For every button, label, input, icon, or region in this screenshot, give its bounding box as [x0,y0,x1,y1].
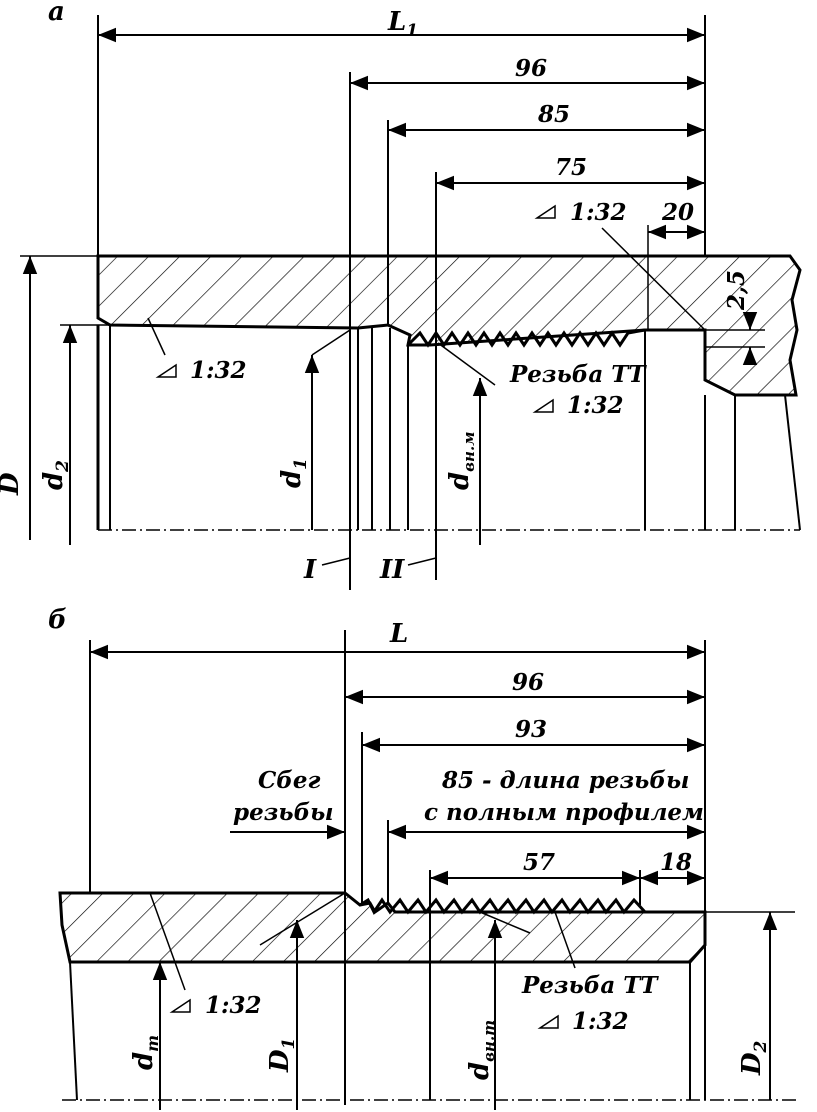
taper-top-a: 1:32 [570,199,627,226]
dim-85-a: 85 [537,101,570,128]
full-profile-label-2: с полным профилем [424,799,704,826]
dim-dt: dт [129,1035,162,1070]
runout-label-2: резьбы [233,799,334,826]
dim-96-b: 96 [512,669,544,696]
taper-icon-left-a [155,363,177,378]
runout-label-1: Сбег [258,767,321,794]
dim-L: L [389,619,408,649]
thread-taper-a: 1:32 [567,392,624,419]
dim-96-a: 96 [515,55,547,82]
taper-icon-thread-a [532,398,554,413]
dim-D2: D2 [737,1040,771,1076]
taper-left-a: 1:32 [190,357,247,384]
view-b: б L 96 93 57 18 Сбег резьбы 85 - длина р… [48,605,800,1110]
dim-20: 20 [661,199,694,226]
thread-taper-b: 1:32 [572,1008,629,1035]
pipe-thread [359,897,647,915]
taper-icon-thread-b [537,1014,559,1029]
dim-D1: D1 [265,1038,299,1073]
taper-left-b: 1:32 [205,992,262,1019]
coupling-thread [406,328,646,348]
section-I: I [303,555,317,585]
view-a-label: а [48,0,65,27]
dim-L1: L1 [387,7,418,41]
dim-d1: d1 [277,458,311,488]
dim-2-5: 2,5 [723,270,750,311]
view-b-label: б [48,605,67,635]
full-profile-label-1: 85 - длина резьбы [441,767,689,794]
dim-d2: d2 [39,460,73,490]
taper-icon-left-b [169,998,191,1013]
dim-18: 18 [660,849,692,876]
dim-93: 93 [515,716,547,743]
dim-57: 57 [523,849,555,876]
dim-75-a: 75 [555,154,587,181]
dim-D: D [0,472,25,496]
dim-dvnm: dвн.м [445,432,478,490]
dim-dvnt: dвн.т [465,1020,498,1080]
section-II: II [379,555,405,585]
view-a: а L1 96 85 75 20 [0,0,802,590]
thread-label-b: Резьба ТТ [521,972,659,999]
taper-icon-top [534,204,556,219]
thread-label-a: Резьба ТТ [509,361,647,388]
